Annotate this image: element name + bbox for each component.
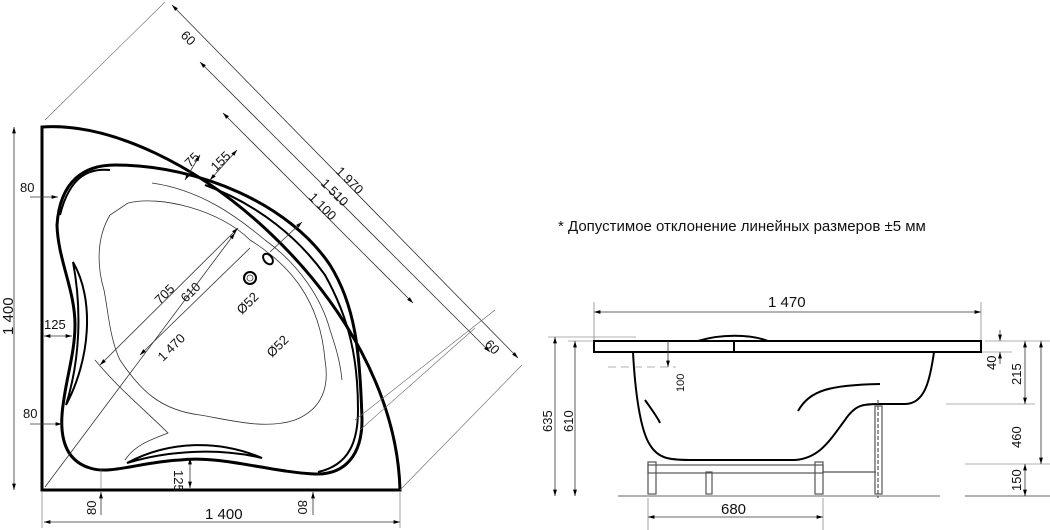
tolerance-note: * Допустимое отклонение линейных размеро… <box>558 218 926 235</box>
dim-width: 1 400 <box>205 506 243 523</box>
dim-left-125: 125 <box>44 317 66 332</box>
inner-line-right <box>797 383 881 412</box>
dim-height: 1 400 <box>0 297 17 335</box>
bowl-floor-line <box>98 200 327 425</box>
dim-drain-2: Ø52 <box>264 332 292 360</box>
top-view: 60 1 970 1 510 1 100 75 155 705 610 1 47… <box>0 1 523 528</box>
armrest-bottom <box>126 444 263 464</box>
dim-705: 705 <box>152 281 178 307</box>
dim-offset-top: 60 <box>178 28 199 49</box>
headrest <box>697 334 769 342</box>
dim-460: 460 <box>1009 426 1024 448</box>
dim-rim-thickness: 40 <box>984 356 999 370</box>
dim-left-80-bottom: 80 <box>23 406 37 421</box>
drain-icon <box>243 271 257 285</box>
dim-total-height: 635 <box>540 410 555 432</box>
bowl-profile <box>632 351 935 461</box>
dim-bottom-125: 125 <box>171 470 186 492</box>
dim-length: 1 470 <box>768 294 806 311</box>
dim-bottom-80-left: 80 <box>84 501 99 515</box>
armrest-left <box>65 261 88 406</box>
dim-rim-155: 155 <box>208 148 234 174</box>
dim-frame-width: 680 <box>721 501 746 518</box>
dim-rim-height: 610 <box>561 410 576 432</box>
dimension-lines-side <box>548 302 1050 530</box>
rim-inner-line <box>59 168 360 473</box>
dim-215: 215 <box>1009 363 1024 385</box>
overflow-icon <box>262 252 274 266</box>
inner-line-left <box>644 399 661 424</box>
side-view: 1 470 635 610 100 40 215 460 150 680 <box>540 294 1050 530</box>
dim-left-80-top: 80 <box>20 180 34 195</box>
drain-inner <box>246 274 254 282</box>
seat-line <box>94 359 169 461</box>
dim-150: 150 <box>1009 469 1024 491</box>
bowl-contour <box>55 163 364 476</box>
rim <box>593 340 982 353</box>
dim-depth-offset: 100 <box>675 374 687 392</box>
dimension-lines-top <box>12 1 523 528</box>
support-frame <box>647 400 883 498</box>
dim-drain-1: Ø52 <box>234 289 262 317</box>
dim-610: 610 <box>178 279 204 305</box>
dim-bottom-80-right: 80 <box>295 500 310 514</box>
